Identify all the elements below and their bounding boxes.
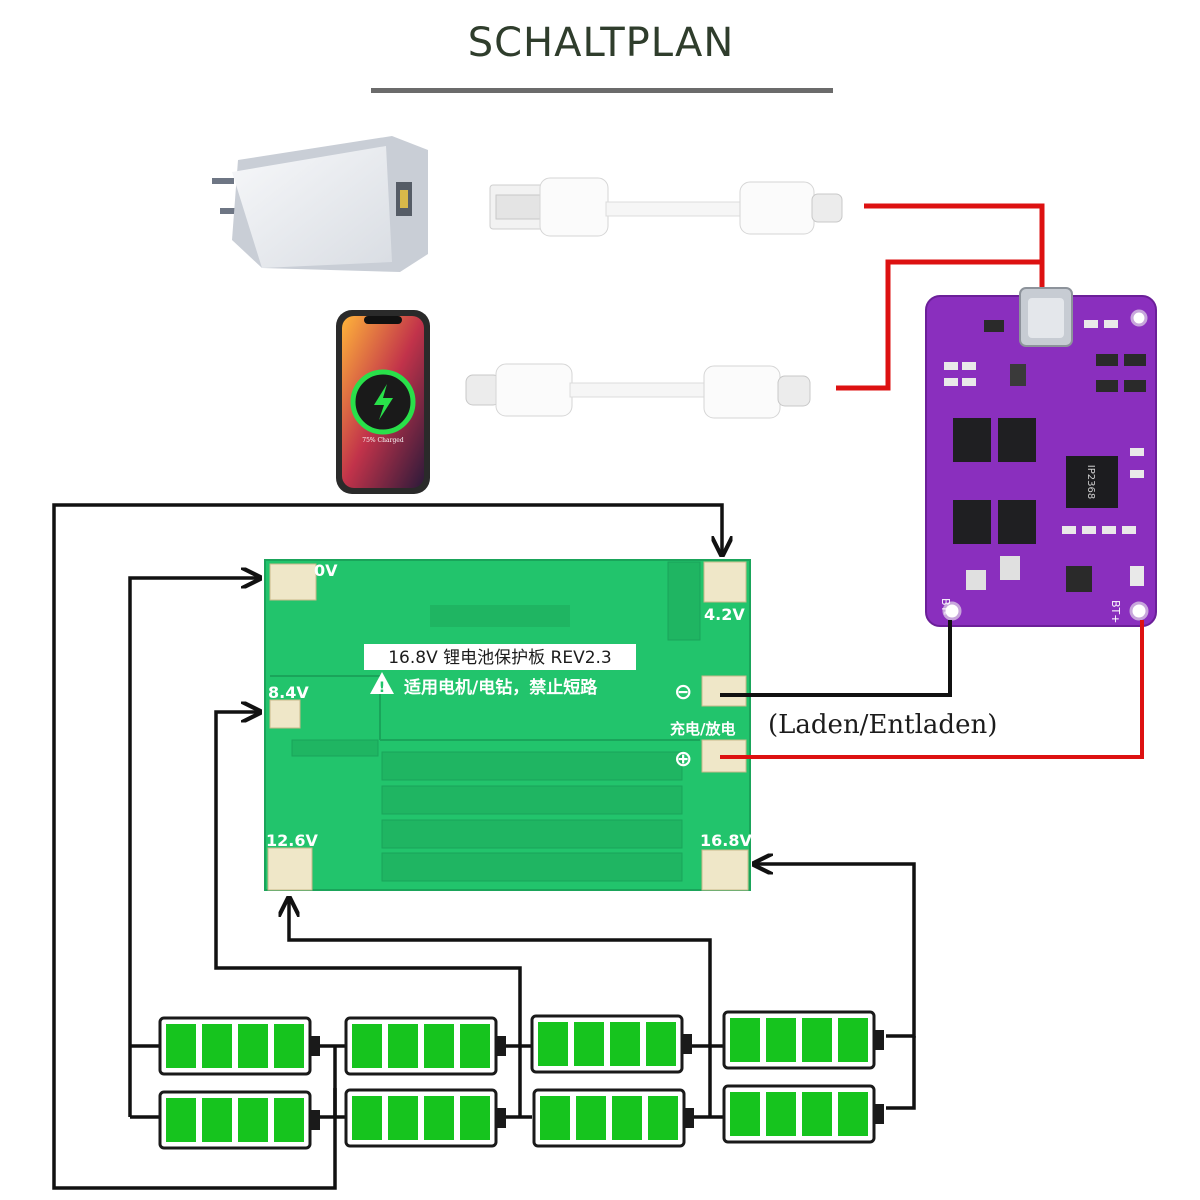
diagram-title: SCHALTPLAN	[467, 20, 735, 66]
charger-chip-label: IP2368	[1085, 465, 1096, 499]
red-output-wire	[720, 620, 1144, 759]
battery-cell-icon	[158, 1090, 320, 1150]
usb-a-to-c-cable-icon	[489, 177, 843, 237]
usb-c-to-c-cable-icon	[465, 363, 811, 419]
charge-discharge-label: 充电/放电	[670, 720, 735, 738]
pad-4v2-label: 4.2V	[704, 605, 745, 624]
bms-banner-label: 16.8V 锂电池保护板 REV2.3	[388, 648, 612, 668]
battery-cell-icon	[530, 1014, 692, 1074]
battery-cell-icon	[532, 1088, 694, 1148]
wire-8v4	[214, 712, 522, 1046]
phone-screen-text: 75% Charged	[362, 437, 404, 444]
wall-adapter-icon	[212, 136, 428, 272]
pad-8v4-label: 8.4V	[268, 683, 309, 702]
black-output-wire	[720, 620, 952, 697]
bms-protection-board: 16.8V 锂电池保护板 REV2.3 ! 适用电机/电钻，禁止短路 0V 4.…	[264, 559, 752, 891]
pad-0v-label: 0V	[314, 561, 338, 580]
charge-discharge-annotation: (Laden/Entladen)	[768, 710, 997, 740]
wire-12v6	[289, 900, 712, 1117]
bt-plus-label: BT+	[1109, 600, 1122, 623]
balance-wires	[52, 503, 916, 1190]
red-wire-usb-c	[836, 259, 1042, 391]
wire-4v2	[52, 503, 722, 1190]
output-wires	[720, 620, 1144, 759]
wire-0v	[128, 578, 258, 1117]
battery-cell-icon	[158, 1016, 320, 1076]
charger-board: IP2368 BT- BT+	[925, 287, 1157, 627]
pad-12v6-label: 12.6V	[266, 831, 318, 850]
bms-warning-label: 适用电机/电钻，禁止短路	[404, 677, 598, 698]
warning-icon: !	[379, 680, 385, 696]
battery-cell-icon	[722, 1010, 884, 1070]
red-usb-wires	[836, 203, 1045, 391]
battery-cell-icon	[722, 1084, 884, 1144]
battery-cell-icon	[344, 1088, 506, 1148]
pad-16v8-label: 16.8V	[700, 831, 752, 850]
smartphone-icon: 75% Charged	[336, 310, 430, 494]
red-wire-usb-a	[864, 203, 1045, 290]
battery-cell-icon	[344, 1016, 506, 1076]
battery-pack	[158, 1010, 884, 1150]
wire-16v8	[756, 864, 916, 1038]
plus-terminal-symbol: ⊕	[674, 747, 692, 772]
bt-minus-label: BT-	[939, 598, 952, 615]
title-underline	[371, 88, 833, 93]
minus-terminal-symbol: ⊖	[674, 680, 692, 705]
